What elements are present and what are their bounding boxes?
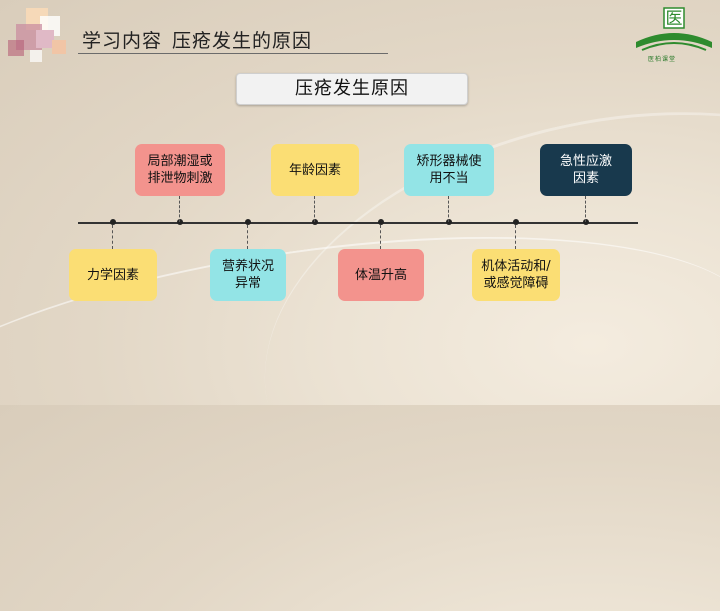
connector-line: [515, 225, 517, 249]
cause-box: 体温升高: [338, 249, 424, 301]
connector-line: [179, 196, 181, 222]
connector-line: [380, 225, 382, 249]
connector-line: [314, 196, 316, 222]
cause-box: 急性应激 因素: [540, 144, 632, 196]
timeline-dot: [513, 219, 519, 225]
cause-box: 矫形器械使 用不当: [404, 144, 494, 196]
page-title: 学习内容压疮发生的原因: [82, 26, 312, 53]
cause-box: 机体活动和/ 或感觉障碍: [472, 249, 560, 301]
diagram-title: 压疮发生原因: [236, 73, 468, 105]
cause-box: 力学因素: [69, 249, 157, 301]
timeline-dot: [378, 219, 384, 225]
cause-box: 局部潮湿或 排泄物刺激: [135, 144, 225, 196]
timeline-dot: [312, 219, 318, 225]
timeline-axis: [78, 222, 638, 224]
title-sub: 压疮发生的原因: [172, 30, 313, 52]
title-main: 学习内容: [82, 30, 163, 52]
timeline-dot: [583, 219, 589, 225]
title-underline: [78, 53, 388, 54]
connector-line: [112, 225, 114, 249]
connector-line: [247, 225, 249, 249]
connector-line: [585, 196, 587, 222]
logo-caption: 医柏课堂: [648, 56, 677, 63]
timeline-dot: [446, 219, 452, 225]
cause-box: 年龄因素: [271, 144, 359, 196]
connector-line: [448, 196, 450, 222]
timeline-dot: [245, 219, 251, 225]
logo: 医: [636, 7, 712, 51]
background-swoosh: [223, 51, 720, 611]
logo-glyph: 医: [666, 9, 683, 29]
decorative-squares: [0, 0, 80, 70]
timeline-dot: [110, 219, 116, 225]
cause-box: 营养状况 异常: [210, 249, 286, 301]
timeline-dot: [177, 219, 183, 225]
